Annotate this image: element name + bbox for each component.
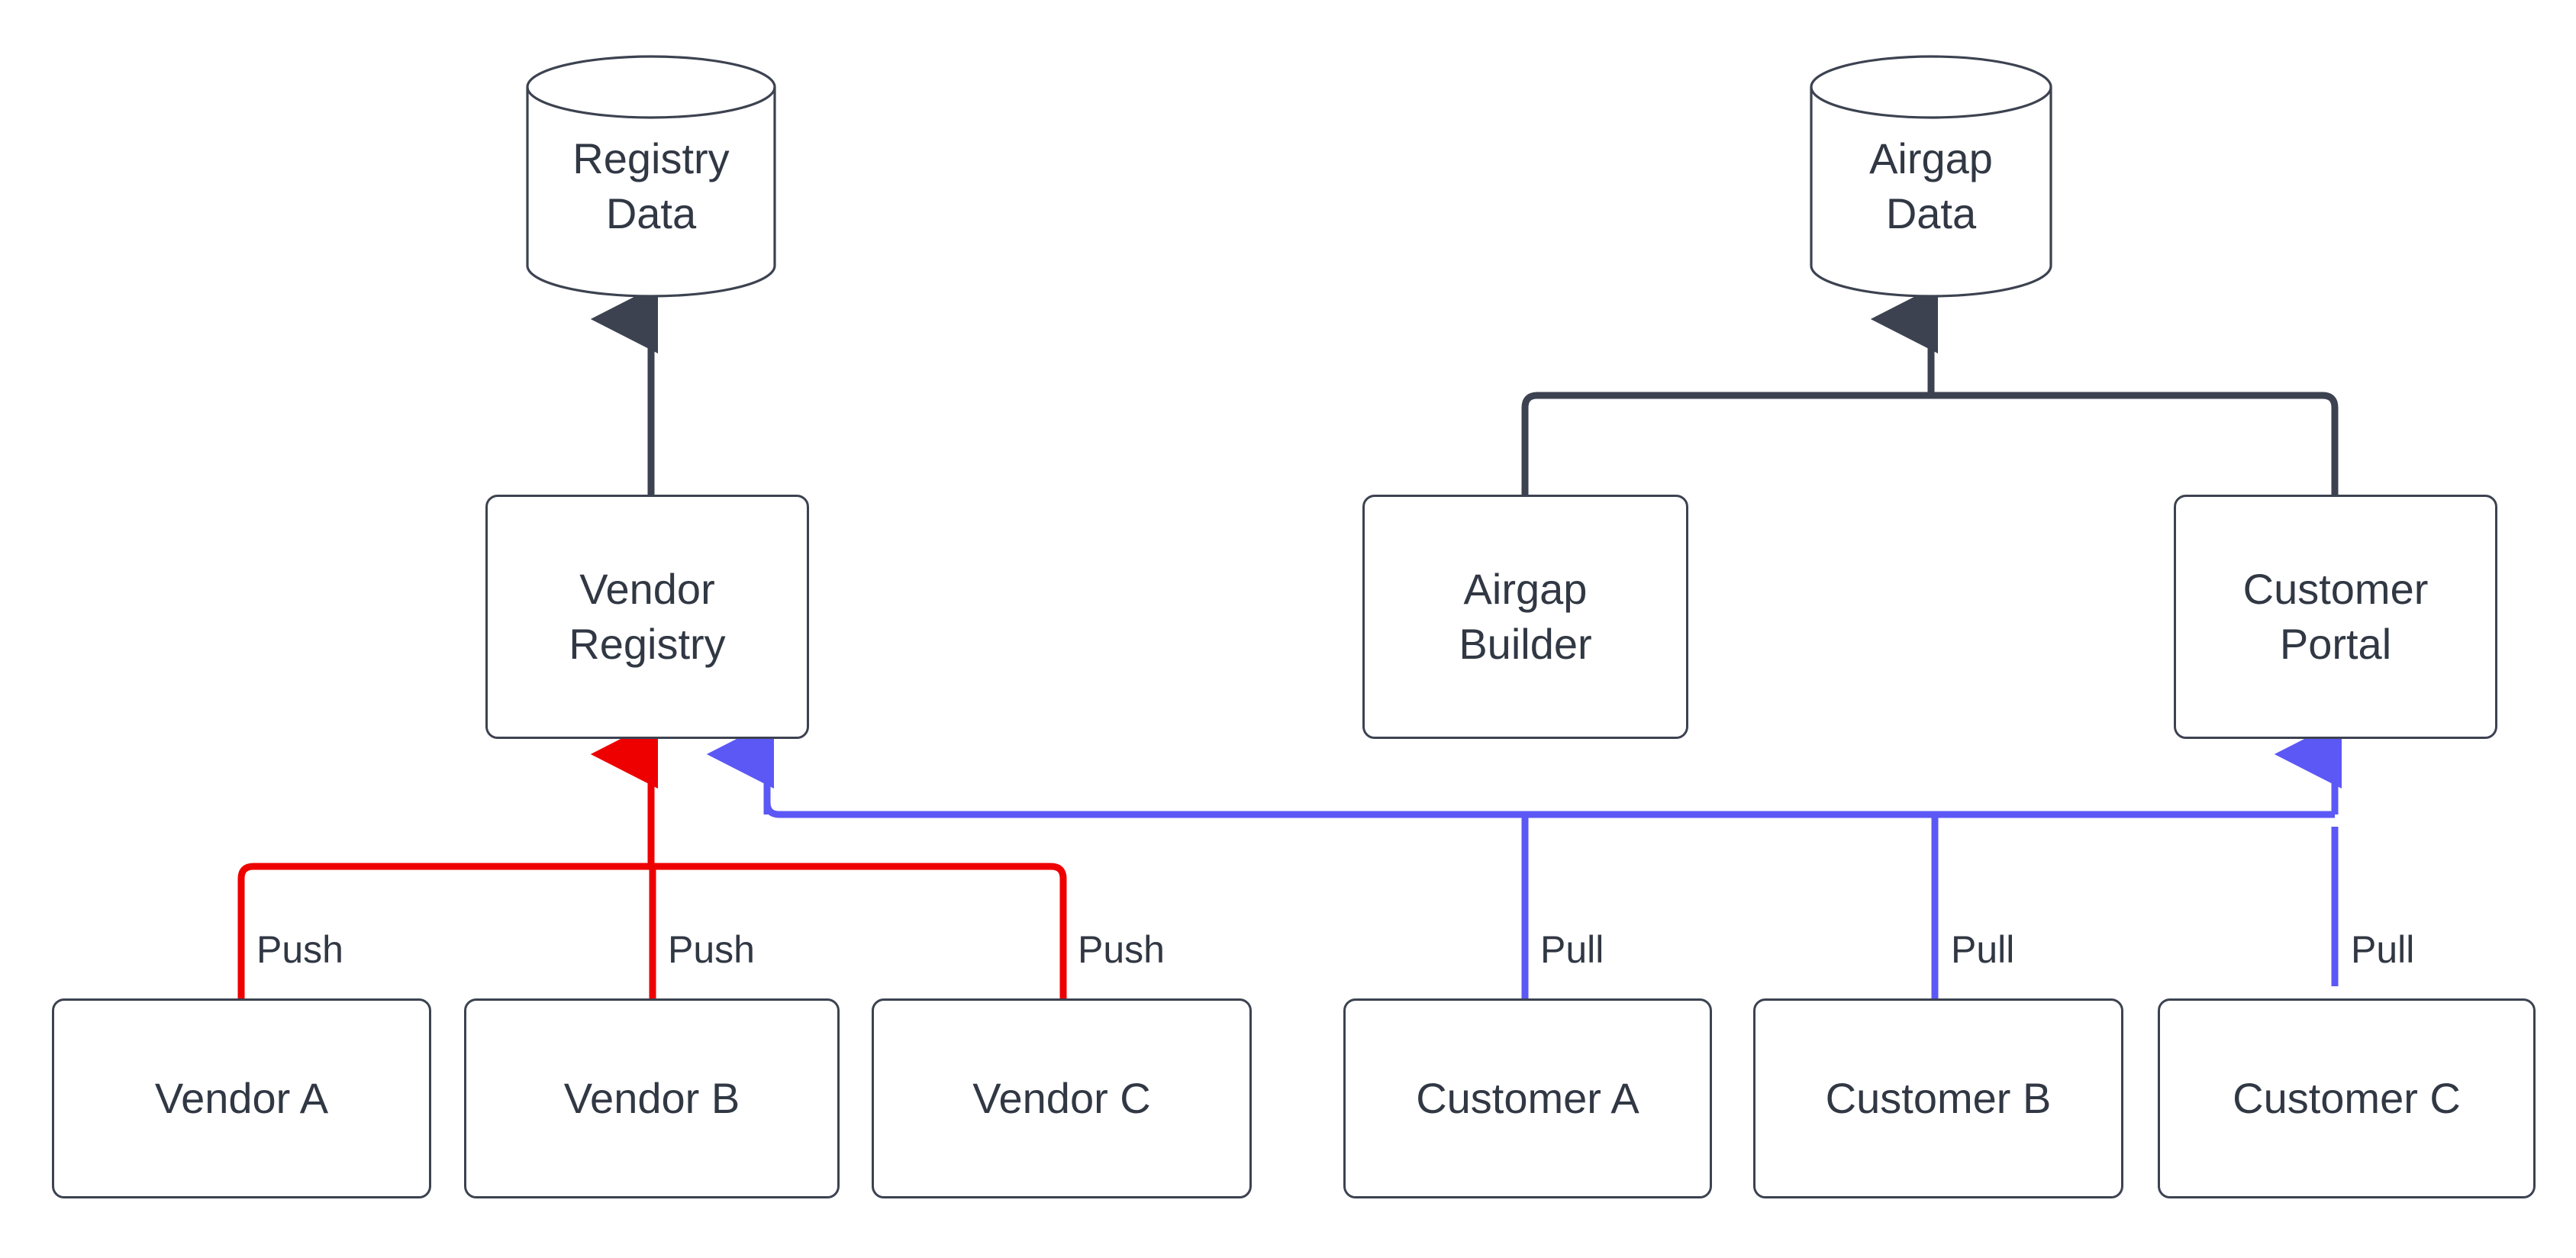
node-customer-b[interactable]: Customer B	[1753, 998, 2123, 1198]
edge-label-push-vendor-b: Push	[668, 928, 755, 971]
cylinder-shape	[1810, 55, 2052, 298]
node-customer-c[interactable]: Customer C	[2158, 998, 2536, 1198]
datastore-registry-data[interactable]: Registry Data	[525, 55, 777, 298]
label-line-1: Vendor	[579, 565, 715, 614]
edge-label-pull-customer-c: Pull	[2351, 928, 2415, 971]
datastore-registry-data-label: Registry Data	[572, 111, 729, 240]
service-vendor-registry[interactable]: Vendor Registry	[485, 495, 809, 739]
datastore-airgap-data[interactable]: Airgap Data	[1809, 55, 2053, 298]
edge-airgap-fork-bar	[1521, 392, 2339, 495]
label-line-1: Registry	[572, 134, 730, 183]
label-line-2: Registry	[569, 620, 726, 668]
node-vendor-b[interactable]: Vendor B	[464, 998, 840, 1198]
edge-label-push-vendor-a: Push	[256, 928, 343, 971]
edge-label-push-vendor-c: Push	[1078, 928, 1165, 971]
node-vendor-a-label: Vendor A	[154, 1074, 329, 1123]
service-customer-portal-label: Customer Portal	[2243, 562, 2429, 671]
node-customer-c-label: Customer C	[2233, 1074, 2461, 1123]
node-customer-a[interactable]: Customer A	[1343, 998, 1712, 1198]
node-vendor-b-label: Vendor B	[563, 1074, 740, 1123]
label-line-2: Builder	[1459, 620, 1592, 668]
node-vendor-c[interactable]: Vendor C	[872, 998, 1252, 1198]
service-customer-portal[interactable]: Customer Portal	[2174, 495, 2497, 739]
node-vendor-a[interactable]: Vendor A	[52, 998, 431, 1198]
edge-pull-bus-left	[763, 754, 2335, 818]
edge-label-pull-customer-a: Pull	[1540, 928, 1604, 971]
label-line-1: Airgap	[1869, 134, 1993, 183]
label-line-2: Data	[1885, 189, 1977, 237]
edge-label-pull-customer-b: Pull	[1951, 928, 2015, 971]
label-line-2: Data	[605, 189, 697, 237]
service-vendor-registry-label: Vendor Registry	[569, 562, 725, 671]
label-line-1: Customer	[2242, 565, 2429, 614]
node-customer-a-label: Customer A	[1416, 1074, 1639, 1123]
datastore-airgap-data-label: Airgap Data	[1869, 111, 1993, 240]
cylinder-shape	[526, 55, 776, 298]
service-airgap-builder-label: Airgap Builder	[1459, 562, 1591, 671]
node-customer-b-label: Customer B	[1825, 1074, 2052, 1123]
node-vendor-c-label: Vendor C	[972, 1074, 1151, 1123]
service-airgap-builder[interactable]: Airgap Builder	[1362, 495, 1688, 739]
label-line-1: Airgap	[1463, 565, 1588, 614]
edge-push-bus	[237, 863, 1067, 998]
label-line-2: Portal	[2279, 620, 2392, 668]
